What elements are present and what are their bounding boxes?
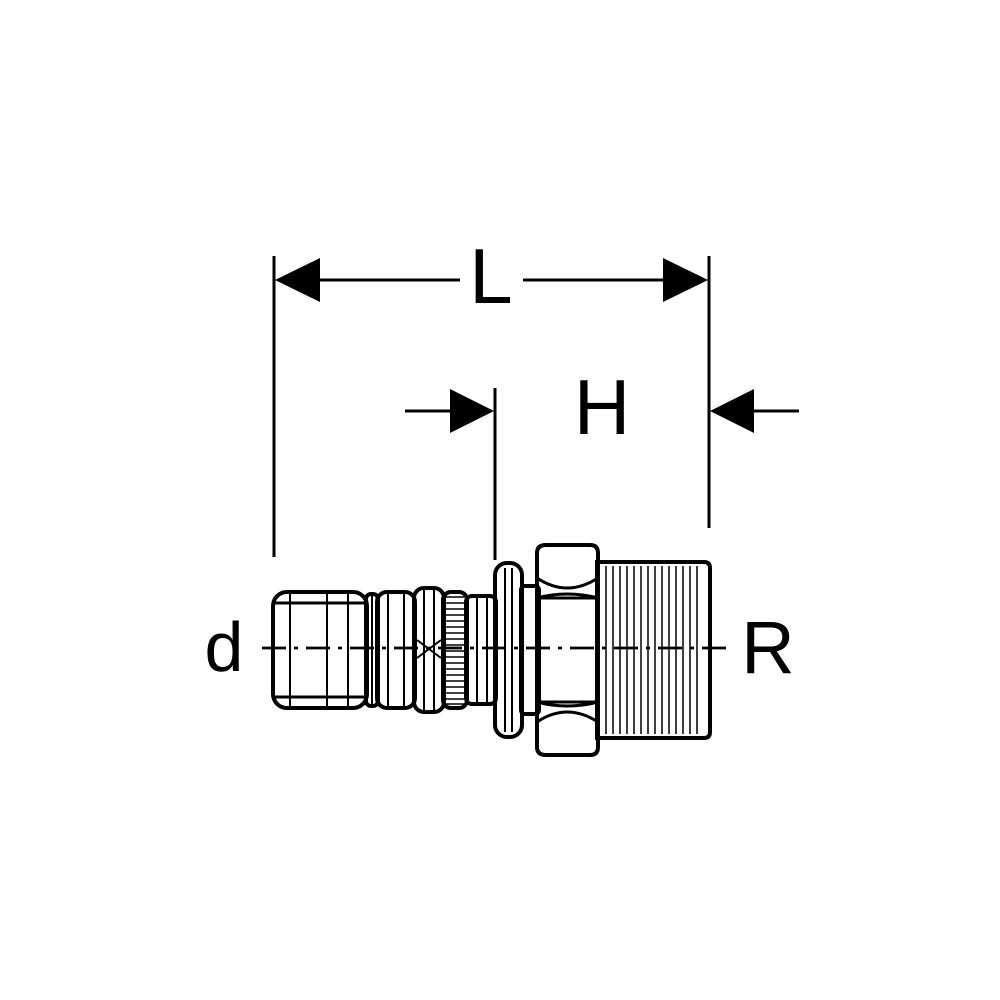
arrowhead-H-right: [710, 389, 754, 433]
press-fitting: [271, 543, 712, 757]
arrowhead-L-right: [663, 258, 708, 302]
dimension-H: H: [405, 363, 799, 560]
hex-nut: [519, 543, 600, 757]
collar: [493, 561, 524, 739]
label-R: R: [741, 606, 794, 689]
sleeve-end: [271, 590, 369, 710]
label-L: L: [469, 232, 512, 320]
label-d: d: [205, 608, 244, 686]
body-neck: [464, 594, 498, 706]
arrowhead-H-left: [450, 389, 494, 433]
knurled-ring: [441, 590, 469, 710]
arrowhead-L-left: [275, 258, 320, 302]
dimension-L: L: [272, 232, 711, 557]
male-thread: [595, 560, 712, 740]
press-indicator: [412, 586, 446, 714]
label-H: H: [574, 363, 630, 451]
sleeve-middle: [375, 590, 417, 710]
